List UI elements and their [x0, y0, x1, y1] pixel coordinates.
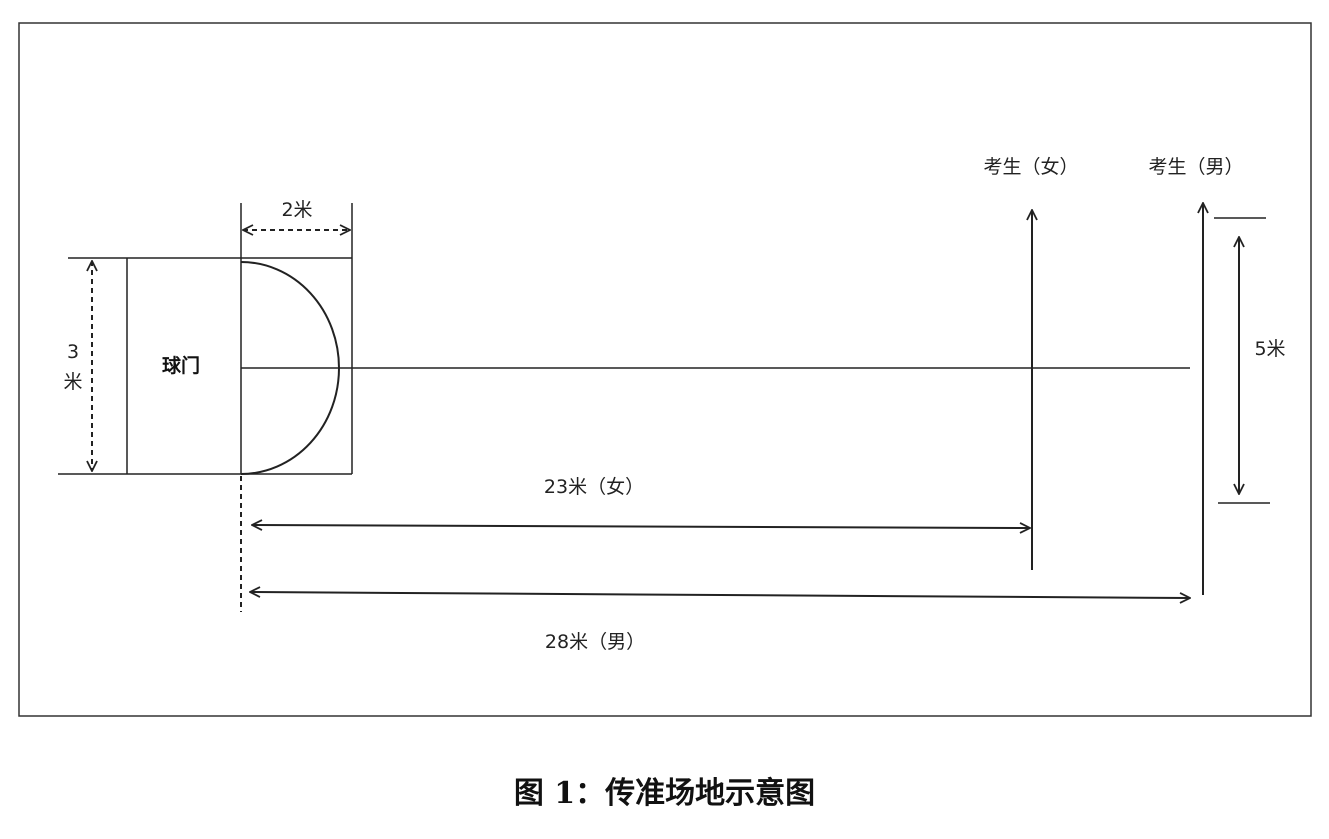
female-distance-label: 23米（女）	[544, 476, 644, 498]
female-candidate-label: 考生（女）	[983, 156, 1078, 178]
male-candidate-label: 考生（男）	[1148, 156, 1243, 178]
female-distance-dimension	[252, 525, 1030, 528]
goal-height-number-label: 3	[67, 341, 79, 363]
male-distance-label: 28米（男）	[545, 631, 645, 653]
figure-caption: 图 1：传准场地示意图	[513, 776, 816, 811]
goal-label: 球门	[162, 354, 200, 377]
zone-width-label: 5米	[1254, 338, 1285, 360]
goal-height-unit-label: 米	[63, 371, 82, 393]
field-diagram: 2米 3 米 球门 考生（女） 考生（男） 5米 23米（女） 28米（男）	[18, 22, 1312, 717]
goal-width-label: 2米	[281, 199, 312, 221]
male-distance-dimension	[250, 592, 1190, 598]
diagram-frame	[18, 22, 1312, 717]
